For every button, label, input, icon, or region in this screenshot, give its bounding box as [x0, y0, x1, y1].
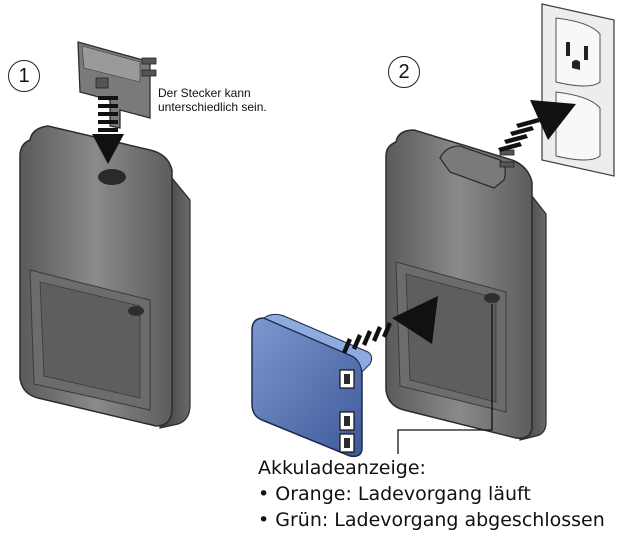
plug-note: Der Stecker kann unterschiedlich sein. — [158, 86, 267, 114]
charger-icon — [385, 129, 547, 441]
indicator-leader-line — [397, 304, 493, 454]
plug-note-line-2: unterschiedlich sein. — [158, 100, 267, 114]
arrow-icon — [498, 100, 576, 152]
plug-icon — [77, 41, 157, 129]
indicator-legend: Akkuladeanzeige: • Orange: Ladevorgang l… — [258, 455, 605, 533]
indicator-item-orange: • Orange: Ladevorgang läuft — [258, 483, 531, 505]
step-2-badge: 2 — [388, 56, 420, 88]
plug-note-line-1: Der Stecker kann — [158, 86, 251, 100]
step-1-badge: 1 — [8, 60, 40, 92]
charger-icon — [19, 125, 191, 429]
battery-icon — [251, 313, 373, 458]
outlet-icon — [541, 3, 615, 177]
indicator-item-green: • Grün: Ladevorgang abgeschlossen — [258, 509, 605, 531]
arrow-icon — [92, 96, 124, 164]
plug-icon — [439, 145, 515, 189]
arrow-icon — [342, 296, 438, 354]
indicator-title: Akkuladeanzeige: — [258, 457, 426, 479]
